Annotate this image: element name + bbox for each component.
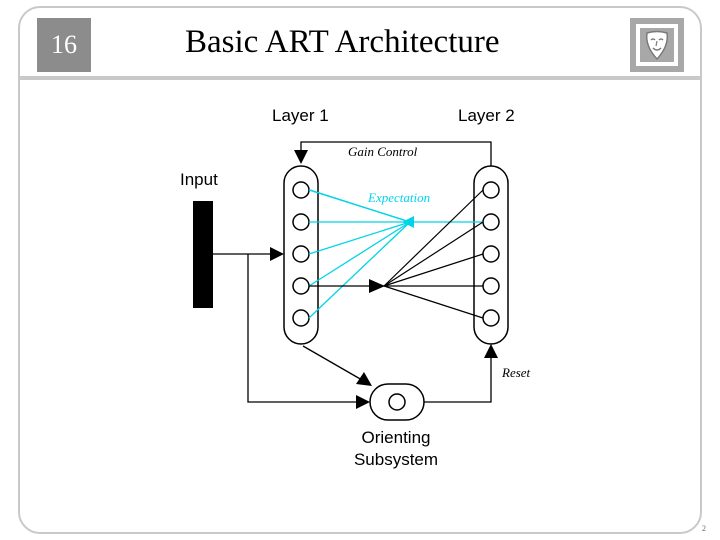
layer2-node [482, 213, 500, 231]
slide-title: Basic ART Architecture [185, 24, 500, 60]
bottom-up-connections [309, 189, 484, 319]
input-label: Input [180, 170, 218, 189]
reset-arrowhead [484, 344, 498, 358]
layer2-node [482, 181, 500, 199]
layer2-label: Layer 2 [458, 106, 515, 125]
bottom-up-arrowhead [369, 279, 385, 293]
input-bar [193, 201, 213, 308]
orienting-node [388, 393, 406, 411]
input-to-layer1-arrowhead [270, 247, 284, 261]
gain-control-label: Gain Control [348, 144, 418, 159]
layer2-node [482, 309, 500, 327]
reset-path [424, 356, 492, 403]
reset-label: Reset [501, 365, 531, 380]
gain-control-path [300, 141, 492, 166]
layer1-label: Layer 1 [272, 106, 329, 125]
slide-number-badge: 16 [37, 18, 91, 72]
mask-icon [645, 30, 669, 61]
layer1-node [292, 309, 310, 327]
orienting-label-line1: Orienting [362, 428, 431, 447]
gain-control-arrowhead [294, 150, 308, 164]
orienting-label-line2: Subsystem [354, 450, 438, 469]
slide-frame [18, 6, 702, 534]
layer1-node [292, 181, 310, 199]
expectation-label: Expectation [367, 190, 430, 205]
layer1-to-orienting-arrowhead [356, 372, 372, 386]
input-to-orienting-arrowhead [356, 395, 370, 409]
expectation-arrowhead [402, 216, 414, 228]
logo [630, 18, 684, 72]
layer1-node [292, 213, 310, 231]
input-to-orienting-line [247, 254, 356, 403]
layer1-to-orienting-line [302, 345, 363, 381]
expectation-connections [308, 189, 483, 319]
title-divider [20, 76, 700, 80]
layer1-node [292, 245, 310, 263]
layer1-node [292, 277, 310, 295]
slide-number: 16 [51, 30, 77, 59]
layer2-node [482, 277, 500, 295]
layer2-node [482, 245, 500, 263]
page-number: 2 [702, 524, 706, 533]
